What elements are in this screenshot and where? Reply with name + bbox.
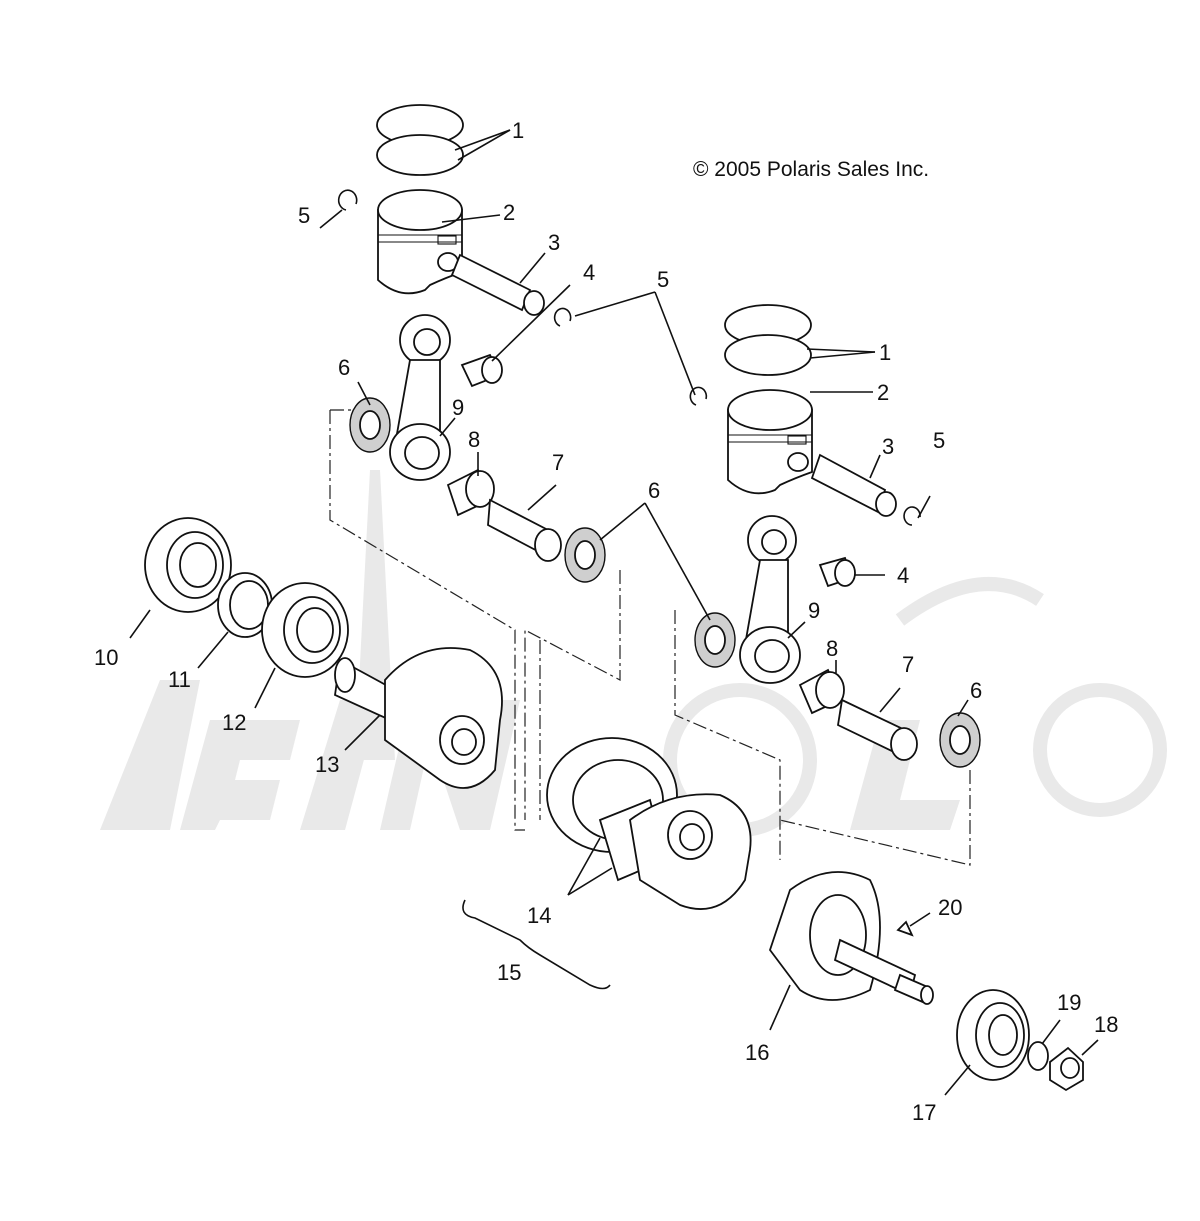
crankshaft-right-16 [768, 871, 934, 1005]
circlip-right [689, 386, 921, 526]
spacer-ring-11 [217, 572, 273, 638]
callout-7-left: 7 [552, 450, 564, 475]
main-bearing-12 [261, 582, 349, 678]
callout-5-center: 5 [657, 267, 669, 292]
crank-pin-left [487, 498, 562, 562]
callout-3-left: 3 [548, 230, 560, 255]
piston-left [377, 189, 463, 295]
piston-rings-right [724, 304, 812, 376]
crankshaft-left-13 [334, 647, 503, 789]
copyright-text: © 2005 Polaris Sales Inc. [693, 158, 929, 181]
washer-19 [1027, 1041, 1049, 1071]
piston-right [727, 389, 813, 495]
callout-4-right: 4 [897, 563, 909, 588]
callout-9-right: 9 [808, 598, 820, 623]
callout-4-left: 4 [583, 260, 595, 285]
alignment-lines [329, 409, 971, 866]
callout-5-right: 5 [933, 428, 945, 453]
callout-17: 17 [912, 1100, 936, 1125]
needle-bearing-small-left [460, 353, 503, 388]
callout-3-right: 3 [882, 434, 894, 459]
needle-bearing-large-left [446, 468, 495, 517]
thrust-washer-right-2 [939, 712, 981, 768]
callout-18: 18 [1094, 1012, 1118, 1037]
thrust-washer-right-1 [694, 612, 736, 668]
callout-13: 13 [315, 752, 339, 777]
callout-6-right: 6 [970, 678, 982, 703]
callout-16: 16 [745, 1040, 769, 1065]
callout-15: 15 [497, 960, 521, 985]
woodruff-key-20 [896, 920, 914, 937]
callout-8-right: 8 [826, 636, 838, 661]
callout-14: 14 [527, 903, 551, 928]
crankshaft-center-14 [546, 737, 752, 910]
callout-19: 19 [1057, 990, 1081, 1015]
callout-2-right: 2 [877, 380, 889, 405]
callout-20: 20 [938, 895, 962, 920]
connecting-rod-right [739, 515, 801, 684]
main-bearing-17 [956, 989, 1030, 1081]
piston-rings-left [376, 104, 464, 176]
callout-6-left: 6 [338, 355, 350, 380]
needle-bearing-small-right [818, 556, 856, 588]
callout-7-right: 7 [902, 652, 914, 677]
leader-lines [129, 129, 1099, 1096]
callout-2-left: 2 [503, 200, 515, 225]
callout-9-left: 9 [452, 395, 464, 420]
callout-10: 10 [94, 645, 118, 670]
callout-1-left: 1 [512, 118, 524, 143]
callout-12: 12 [222, 710, 246, 735]
callout-11: 11 [168, 667, 191, 692]
callout-6-center: 6 [648, 478, 660, 503]
thrust-washer-center [564, 527, 606, 583]
piston-pin-right [810, 453, 897, 517]
connecting-rod-left [389, 314, 451, 481]
circlip-left [337, 189, 572, 327]
thrust-washer-left [349, 397, 391, 453]
callout-8-left: 8 [468, 427, 480, 452]
crank-pin-right [837, 698, 918, 761]
needle-bearing-large-right [798, 668, 845, 715]
nut-18 [1049, 1046, 1084, 1092]
main-bearing-10 [144, 517, 232, 613]
piston-pin-left [450, 253, 545, 316]
callout-5-left: 5 [298, 203, 310, 228]
callout-1-right: 1 [879, 340, 891, 365]
